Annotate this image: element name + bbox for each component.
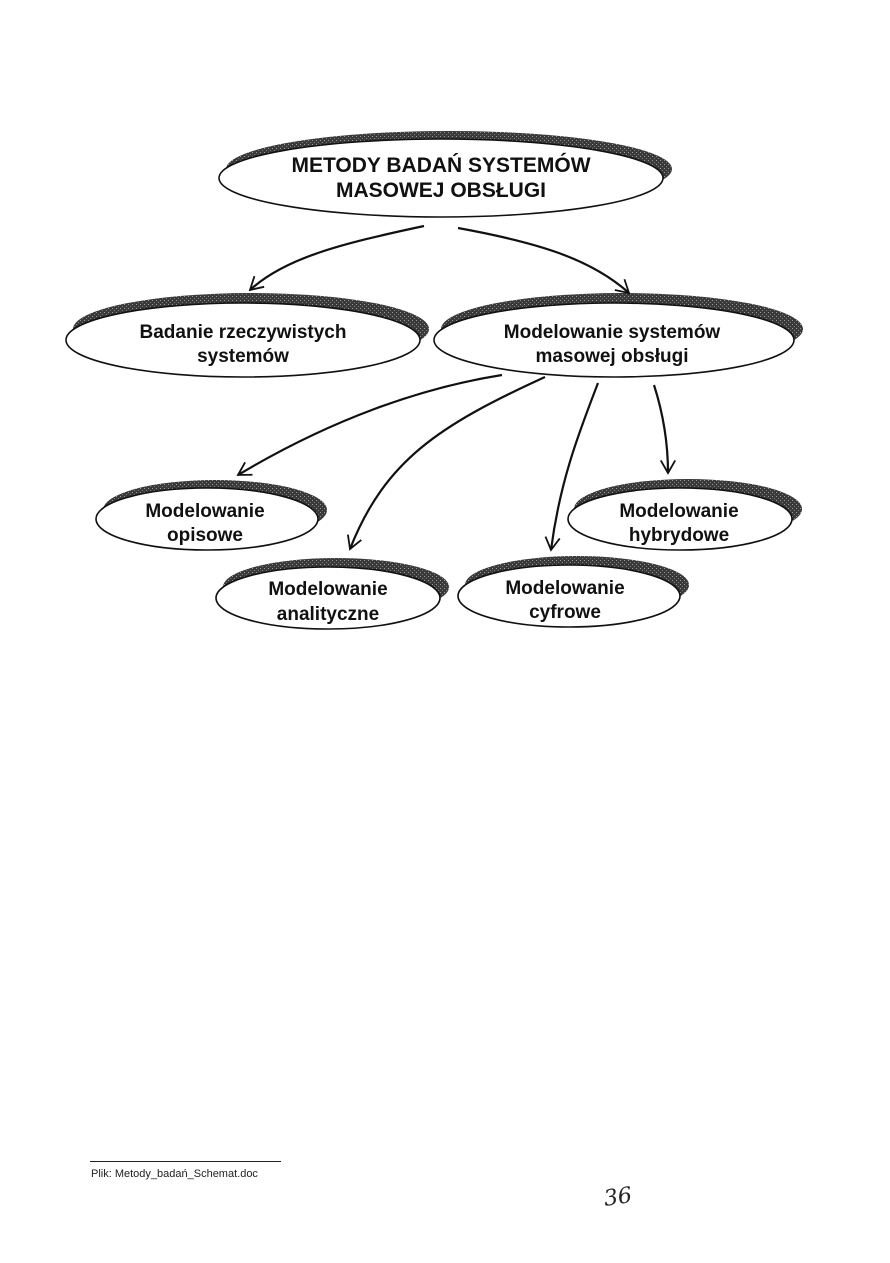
node-analytical: Modelowanie analityczne	[215, 558, 449, 630]
footnote-file-label: Plik: Metody_badań_Schemat.doc	[91, 1168, 258, 1180]
handwritten-page-number: 36	[602, 1183, 634, 1212]
node-modeling-line1: Modelowanie systemów	[504, 322, 721, 343]
node-descriptive: Modelowanie opisowe	[95, 480, 327, 551]
root-node-line1: METODY BADAŃ SYSTEMÓW	[291, 153, 590, 177]
root-node-line2: MASOWEJ OBSŁUGI	[336, 179, 546, 202]
connectors	[236, 224, 676, 552]
arrow-modeling-to-analytical	[347, 375, 546, 551]
node-analytical-line2: analityczne	[277, 604, 379, 625]
node-real-systems-line1: Badanie rzeczywistych	[140, 322, 347, 343]
arrow-modeling-to-digital	[544, 382, 600, 552]
node-real-systems: Badanie rzeczywistych systemów	[65, 293, 429, 378]
footnote-rule	[90, 1161, 281, 1162]
arrow-root-to-modeling	[457, 226, 631, 295]
node-modeling-shape	[433, 302, 795, 378]
node-digital-line2: cyfrowe	[529, 602, 601, 623]
node-hybrid-shape	[567, 487, 793, 551]
arrow-modeling-to-descriptive	[236, 373, 503, 476]
node-hybrid: Modelowanie hybrydowe	[567, 479, 802, 551]
root-node: METODY BADAŃ SYSTEMÓW MASOWEJ OBSŁUGI	[218, 131, 672, 218]
node-hybrid-line1: Modelowanie	[619, 501, 738, 522]
node-digital-line1: Modelowanie	[505, 578, 624, 599]
node-descriptive-shape	[95, 487, 319, 551]
node-real-systems-shape	[65, 302, 421, 378]
node-analytical-shape	[215, 566, 441, 630]
node-hybrid-line2: hybrydowe	[629, 525, 729, 546]
node-analytical-line1: Modelowanie	[268, 579, 387, 600]
node-modeling-line2: masowej obsługi	[535, 346, 688, 367]
node-descriptive-line2: opisowe	[167, 525, 243, 546]
node-real-systems-line2: systemów	[197, 346, 289, 367]
node-descriptive-line1: Modelowanie	[145, 501, 264, 522]
node-modeling: Modelowanie systemów masowej obsługi	[433, 293, 803, 378]
arrow-root-to-real-systems	[248, 224, 425, 292]
node-digital-shape	[457, 564, 681, 628]
root-node-shape	[218, 138, 664, 218]
arrow-modeling-to-hybrid	[652, 384, 676, 475]
node-digital: Modelowanie cyfrowe	[457, 556, 689, 628]
